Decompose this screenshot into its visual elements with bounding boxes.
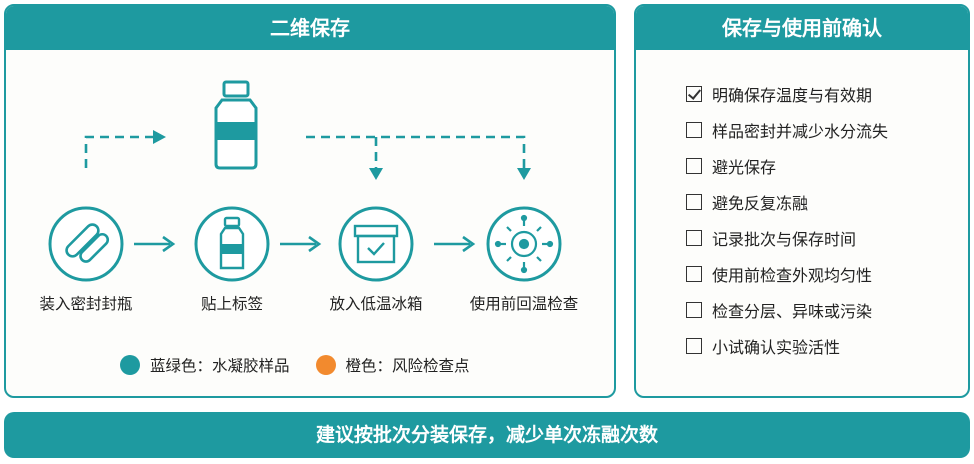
checkbox-icon[interactable] xyxy=(686,230,702,246)
checkbox-icon[interactable] xyxy=(686,158,702,174)
storage-box-icon xyxy=(353,224,399,264)
checkbox-icon[interactable] xyxy=(686,302,702,318)
checklist-item-text: 样品密封并减少水分流失 xyxy=(712,122,889,141)
teal-dot-icon xyxy=(120,355,140,375)
checklist-item[interactable]: 避免反复冻融 xyxy=(686,184,888,220)
storage-flow-panel: 二维保存 xyxy=(4,4,616,398)
checklist-item[interactable]: 记录批次与保存时间 xyxy=(686,220,888,256)
checkbox-icon[interactable] xyxy=(686,122,702,138)
step-storage-box xyxy=(338,206,414,282)
arrow-3-4 xyxy=(434,235,476,253)
checklist: 明确保存温度与有效期 样品密封并减少水分流失 避光保存 避免反复冻融 记录批次与… xyxy=(686,76,888,364)
step-label-microbe: 使用前回温检查 xyxy=(469,295,579,313)
arrow-2-3 xyxy=(280,235,322,253)
step-microbe xyxy=(486,206,562,282)
checklist-item-text: 小试确认实验活性 xyxy=(712,338,841,357)
checklist-item[interactable]: 样品密封并减少水分流失 xyxy=(686,112,888,148)
legend-item-orange: 橙色：风险检查点 xyxy=(315,354,470,376)
checkbox-icon[interactable] xyxy=(686,266,702,282)
capsule-icon xyxy=(65,223,110,263)
dashed-arrow-to-bottle xyxy=(84,130,166,168)
checklist-title: 保存与使用前确认 xyxy=(636,6,968,50)
checklist-item-text: 使用前检查外观均匀性 xyxy=(712,266,873,285)
checklist-item-text: 避免反复冻融 xyxy=(712,194,809,213)
checklist-item[interactable]: 使用前检查外观均匀性 xyxy=(686,256,888,292)
legend-text-orange: 橙色：风险检查点 xyxy=(345,357,470,375)
step-capsule xyxy=(48,206,124,282)
storage-flow-diagram xyxy=(48,80,562,282)
legend-item-teal: 蓝绿色：水凝胶样品 xyxy=(120,354,290,376)
checklist-item-text: 避光保存 xyxy=(712,158,777,177)
legend-text-teal: 蓝绿色：水凝胶样品 xyxy=(150,357,290,375)
color-legend: 蓝绿色：水凝胶样品 橙色：风险检查点 xyxy=(120,354,496,376)
orange-dot-icon xyxy=(315,355,336,375)
checklist-item-text: 检查分层、异味或污染 xyxy=(712,302,873,321)
microbe-icon xyxy=(494,214,554,274)
vial-icon xyxy=(219,216,245,270)
step-vial xyxy=(194,206,270,282)
checkbox-checked-icon[interactable] xyxy=(686,86,702,102)
checklist-item-text: 明确保存温度与有效期 xyxy=(712,86,873,105)
checkbox-icon[interactable] xyxy=(686,338,702,354)
arrow-1-2 xyxy=(134,235,176,253)
checklist-item[interactable]: 检查分层、异味或污染 xyxy=(686,292,888,328)
checklist-item[interactable]: 明确保存温度与有效期 xyxy=(686,76,888,112)
storage-flow-title: 二维保存 xyxy=(6,6,614,50)
bottle-icon xyxy=(214,80,258,170)
dashed-arrow-from-bottle xyxy=(306,135,531,180)
step-label-capsule: 装入密封封瓶 xyxy=(39,295,133,313)
step-label-box: 放入低温冰箱 xyxy=(329,295,423,313)
checklist-item[interactable]: 避光保存 xyxy=(686,148,888,184)
checklist-item[interactable]: 小试确认实验活性 xyxy=(686,328,888,364)
checkbox-icon[interactable] xyxy=(686,194,702,210)
recommendation-banner: 建议按批次分装保存，减少单次冻融次数 xyxy=(4,412,970,458)
checklist-item-text: 记录批次与保存时间 xyxy=(712,230,857,249)
checklist-panel: 保存与使用前确认 明确保存温度与有效期 样品密封并减少水分流失 避光保存 避免反… xyxy=(634,4,970,398)
step-label-vial: 贴上标签 xyxy=(200,295,263,313)
